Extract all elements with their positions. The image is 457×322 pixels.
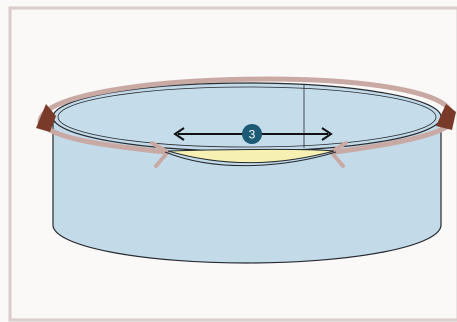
left-clip-icon <box>36 104 56 132</box>
pan-inner-rim <box>57 86 437 148</box>
band-arrow-left-icon <box>150 141 170 168</box>
loop-band-back <box>37 76 455 125</box>
double-arrow-left-head-icon <box>173 127 185 141</box>
step-badge-icon <box>242 124 262 144</box>
step-badge-number: 3 <box>249 128 256 142</box>
pan-body <box>52 121 442 264</box>
right-clip-icon <box>436 104 456 130</box>
loop-band-right-front <box>332 123 451 155</box>
filling-layer <box>167 148 335 164</box>
filling-edge <box>164 151 337 167</box>
loop-band-left-front <box>41 123 168 155</box>
double-arrow-right-head-icon <box>321 127 333 141</box>
